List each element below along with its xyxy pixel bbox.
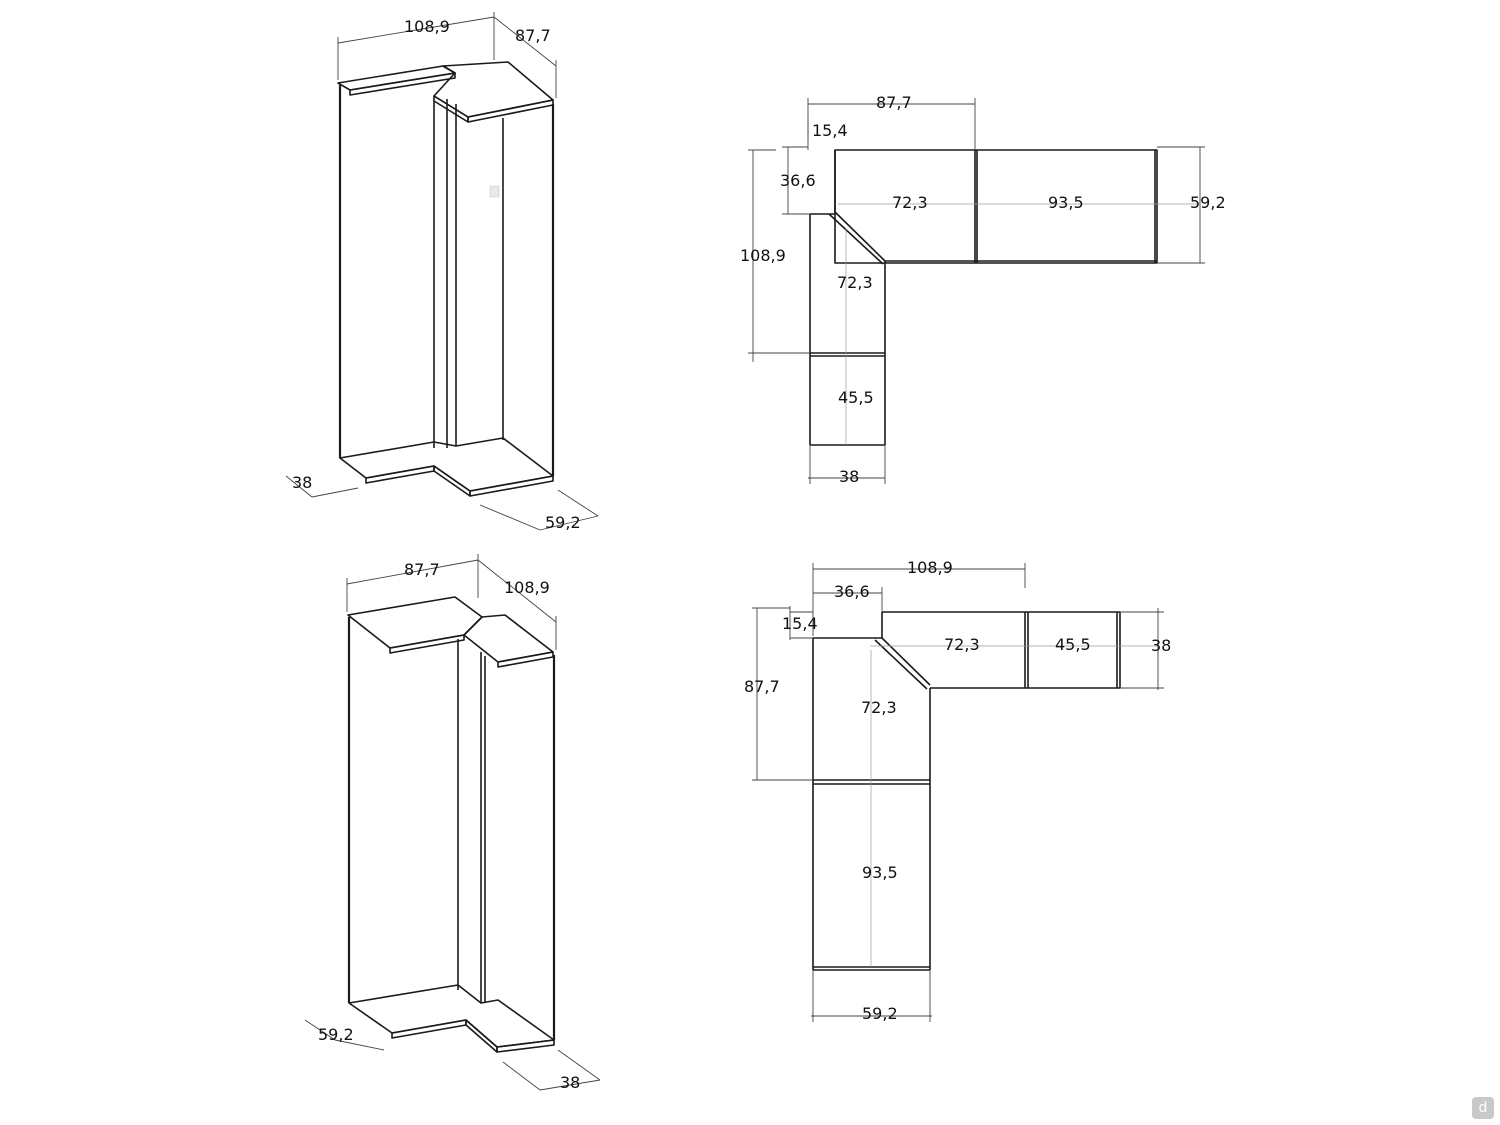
- iso-top-depth-dimension: 87,7: [515, 26, 551, 45]
- iso-bottom-left-depth-dimension: 59,2: [318, 1025, 354, 1044]
- plan-bottom-total-width-dimension: 108,9: [907, 558, 953, 577]
- plan-bottom-module-vertical-dimension: 93,5: [862, 863, 898, 882]
- plan-top-corner-horizontal-dimension: 72,3: [892, 193, 928, 212]
- plan-bottom-right-depth-dimension: 38: [1151, 636, 1171, 655]
- plan-bottom-left-total-dimension: 87,7: [744, 677, 780, 696]
- plan-view-top: [748, 98, 1205, 484]
- plan-bottom-corner-horizontal-dimension: 72,3: [944, 635, 980, 654]
- plan-top-left-total-dimension: 108,9: [740, 246, 786, 265]
- iso-view-bottom: [304, 554, 601, 1091]
- iso-top-right-depth-dimension: 59,2: [545, 513, 581, 532]
- plan-bottom-side-offset-dimension: 36,6: [834, 582, 870, 601]
- plan-view-bottom: [752, 563, 1164, 1022]
- iso-top-left-depth-dimension: 38: [292, 473, 312, 492]
- plan-bottom-corner-vertical-dimension: 72,3: [861, 698, 897, 717]
- plan-top-module-horizontal-dimension: 93,5: [1048, 193, 1084, 212]
- plan-top-side-offset-dimension: 36,6: [780, 171, 816, 190]
- plan-top-small-offset-dimension: 15,4: [812, 121, 848, 140]
- plan-top-right-depth-dimension: 59,2: [1190, 193, 1226, 212]
- plan-top-module-vertical-dimension: 45,5: [838, 388, 874, 407]
- plan-bottom-bottom-width-dimension: 59,2: [862, 1004, 898, 1023]
- logo-d-icon: d: [1472, 1097, 1494, 1119]
- iso-bottom-width-dimension: 87,7: [404, 560, 440, 579]
- plan-bottom-module-horizontal-dimension: 45,5: [1055, 635, 1091, 654]
- plan-top-corner-vertical-dimension: 72,3: [837, 273, 873, 292]
- plan-bottom-small-offset-dimension: 15,4: [782, 614, 818, 633]
- iso-view-top: [285, 12, 599, 531]
- plan-top-bottom-width-dimension: 38: [839, 467, 859, 486]
- iso-bottom-depth-dimension: 108,9: [504, 578, 550, 597]
- iso-bottom-right-depth-dimension: 38: [560, 1073, 580, 1092]
- plan-top-total-width-dimension: 87,7: [876, 93, 912, 112]
- iso-top-width-dimension: 108,9: [404, 17, 450, 36]
